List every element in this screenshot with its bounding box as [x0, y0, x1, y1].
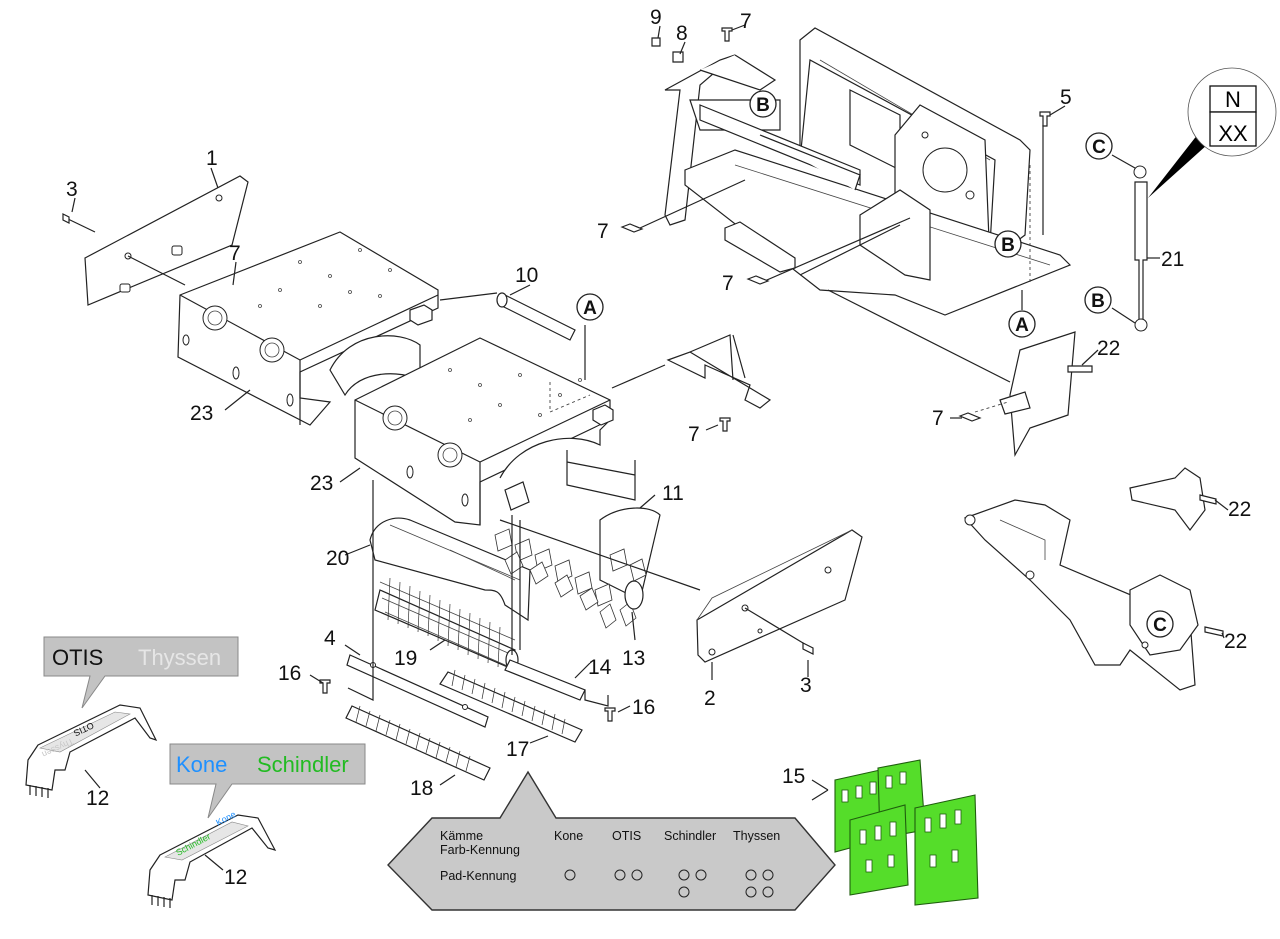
bar-part-14	[504, 515, 609, 707]
ref-b-label: B	[1001, 235, 1015, 256]
ref-c-marker: C	[1146, 610, 1174, 638]
comb-segment-17	[439, 669, 583, 743]
part-11-label: 11	[662, 482, 684, 505]
ref-b-label: B	[756, 95, 770, 116]
part-3-label: 3	[66, 178, 78, 201]
part-7-label: 7	[932, 407, 944, 430]
bracket-plate	[611, 334, 772, 432]
ref-c-label: C	[1153, 615, 1167, 636]
screws-16	[319, 679, 616, 722]
ref-b-label: B	[1091, 291, 1105, 312]
comb-segment-18	[345, 705, 491, 781]
ref-b-marker: B	[1084, 286, 1112, 314]
small-bracket-22	[1129, 467, 1217, 531]
callout-otis-text: OTIS	[52, 645, 103, 670]
sensor-bracket-22	[958, 331, 1093, 458]
part-13-label: 13	[622, 647, 645, 670]
ref-b-marker: B	[749, 90, 777, 118]
part-22-label: 22	[1224, 630, 1247, 653]
color-legend: Kämme Farb-Kennung Kone OTIS Schindler T…	[387, 770, 836, 911]
part-14-label: 14	[588, 656, 612, 679]
ref-a-label: A	[583, 298, 597, 319]
part-12-label: 12	[224, 866, 247, 889]
part-7-label: 7	[597, 220, 609, 243]
part-21-label: 21	[1161, 248, 1184, 271]
gas-spring-21	[1111, 154, 1160, 332]
cover-part-20	[369, 507, 661, 622]
part-15-label: 15	[782, 765, 805, 788]
part-7-label: 7	[722, 272, 734, 295]
brush-shaft-11	[566, 450, 636, 501]
part-7-label: 7	[688, 423, 700, 446]
part-23-label: 23	[190, 402, 213, 425]
part-17-label: 17	[506, 738, 529, 761]
legend-otis: OTIS	[612, 829, 641, 843]
legend-schindler: Schindler	[664, 829, 716, 843]
part-5-label: 5	[1060, 86, 1072, 109]
part-1-label: 1	[206, 147, 218, 170]
legend-pad-dots	[564, 869, 774, 898]
legend-thyssen: Thyssen	[733, 829, 780, 843]
callout-kone-text: Kone	[176, 752, 227, 777]
green-pads-15	[811, 759, 979, 906]
legend-pad-label: Pad-Kennung	[440, 869, 517, 883]
part-7-label: 7	[229, 242, 241, 265]
comb-strip-4	[346, 480, 489, 728]
part-23-label: 23	[310, 472, 333, 495]
ref-c-marker: C	[1085, 132, 1113, 160]
reference-markers: A A B B B C C	[576, 90, 1174, 638]
comb-12-otis: OTIS Thyssen	[25, 704, 158, 798]
ref-a-label: A	[1015, 315, 1029, 336]
part-2-label: 2	[704, 687, 716, 710]
part-number-leaders	[71, 24, 1229, 871]
side-plate-left	[62, 175, 249, 306]
callout-kone-schindler: Kone Schindler	[169, 743, 366, 819]
part-18-label: 18	[410, 777, 433, 800]
comb-plate-body-upper	[177, 231, 439, 426]
part-22-label: 22	[1097, 337, 1120, 360]
callout-schindler-text: Schindler	[257, 752, 349, 777]
part-3-label: 3	[800, 674, 812, 697]
legend-kone: Kone	[554, 829, 583, 843]
part-16-label: 16	[632, 696, 655, 719]
pin-part-10	[439, 292, 576, 341]
part-22-label: 22	[1228, 498, 1251, 521]
brush-roll-13	[494, 519, 701, 629]
nxx-badge: N XX	[1148, 67, 1277, 198]
part-9-label: 9	[650, 6, 662, 29]
legend-title-line1: Kämme	[440, 829, 483, 843]
callout-thyssen-text: Thyssen	[138, 645, 221, 670]
part-16-label: 16	[278, 662, 301, 685]
ref-a-marker: A	[1008, 310, 1036, 338]
comb-12-kone: Kone Schindler	[147, 809, 277, 908]
part-10-label: 10	[515, 264, 538, 287]
callout-otis-thyssen: OTIS Thyssen	[43, 636, 239, 709]
part-19-label: 19	[394, 647, 417, 670]
badge-top-text: N	[1225, 87, 1241, 112]
part-20-label: 20	[326, 547, 349, 570]
part-numbers: 1 3 7 23 23 10 20 19 4 16 13 14 16 17 18…	[66, 6, 1251, 889]
comb-plate-body-center	[354, 325, 614, 526]
part-12-label: 12	[86, 787, 109, 810]
part-8-label: 8	[676, 22, 688, 45]
part-4-label: 4	[324, 627, 336, 650]
part-7-label: 7	[740, 10, 752, 33]
ref-c-label: C	[1092, 137, 1106, 158]
badge-bottom-text: XX	[1218, 121, 1248, 146]
side-plate-right	[696, 529, 863, 663]
ref-b-marker: B	[994, 230, 1022, 258]
ref-a-marker: A	[576, 293, 604, 321]
legend-title-line2: Farb-Kennung	[440, 843, 520, 857]
large-bracket-assembly	[963, 499, 1224, 691]
frame-assembly	[620, 27, 1072, 383]
